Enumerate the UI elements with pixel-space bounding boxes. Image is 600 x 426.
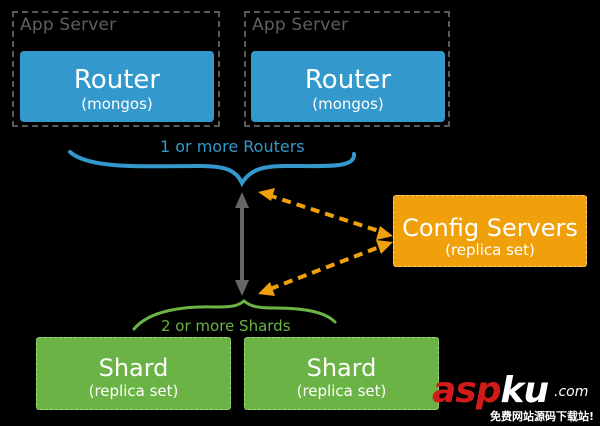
router-title: Router [304, 65, 392, 95]
router-1[interactable]: Router (mongos) [20, 51, 214, 122]
routers-brace [68, 150, 356, 188]
router-title: Router [73, 65, 161, 95]
shard-2[interactable]: Shard (replica set) [244, 337, 439, 410]
shard-subtitle: (replica set) [296, 382, 387, 400]
router-subtitle: (mongos) [81, 95, 153, 113]
shard-title: Shard [98, 354, 169, 382]
router-subtitle: (mongos) [312, 95, 384, 113]
shard-subtitle: (replica set) [88, 382, 179, 400]
router-shard-arrow [235, 192, 249, 296]
app-server-label: App Server [20, 15, 117, 35]
watermark-brand-white: ku [500, 370, 550, 411]
watermark-tagline: 免费网站源码下载站! [490, 410, 595, 423]
shards-brace-label: 2 or more Shards [161, 317, 291, 335]
shard-title: Shard [306, 354, 377, 382]
router-2[interactable]: Router (mongos) [251, 51, 445, 122]
config-servers[interactable]: Config Servers (replica set) [393, 195, 587, 267]
app-server-1: App Server Router (mongos) [12, 11, 220, 127]
shard-1[interactable]: Shard (replica set) [36, 337, 231, 410]
shards-brace [132, 299, 337, 331]
app-server-label: App Server [252, 15, 349, 35]
app-server-2: App Server Router (mongos) [244, 11, 450, 127]
watermark: aspku .com 免费网站源码下载站! [432, 370, 600, 426]
watermark-brand-red: asp [432, 370, 501, 411]
routers-brace-label: 1 or more Routers [160, 137, 305, 156]
watermark-brand: aspku [432, 370, 550, 411]
config-router-arrow [258, 188, 393, 240]
config-servers-title: Config Servers [402, 214, 578, 242]
config-servers-subtitle: (replica set) [445, 241, 535, 259]
config-shard-arrow [258, 240, 393, 296]
watermark-domain: .com [554, 384, 589, 400]
